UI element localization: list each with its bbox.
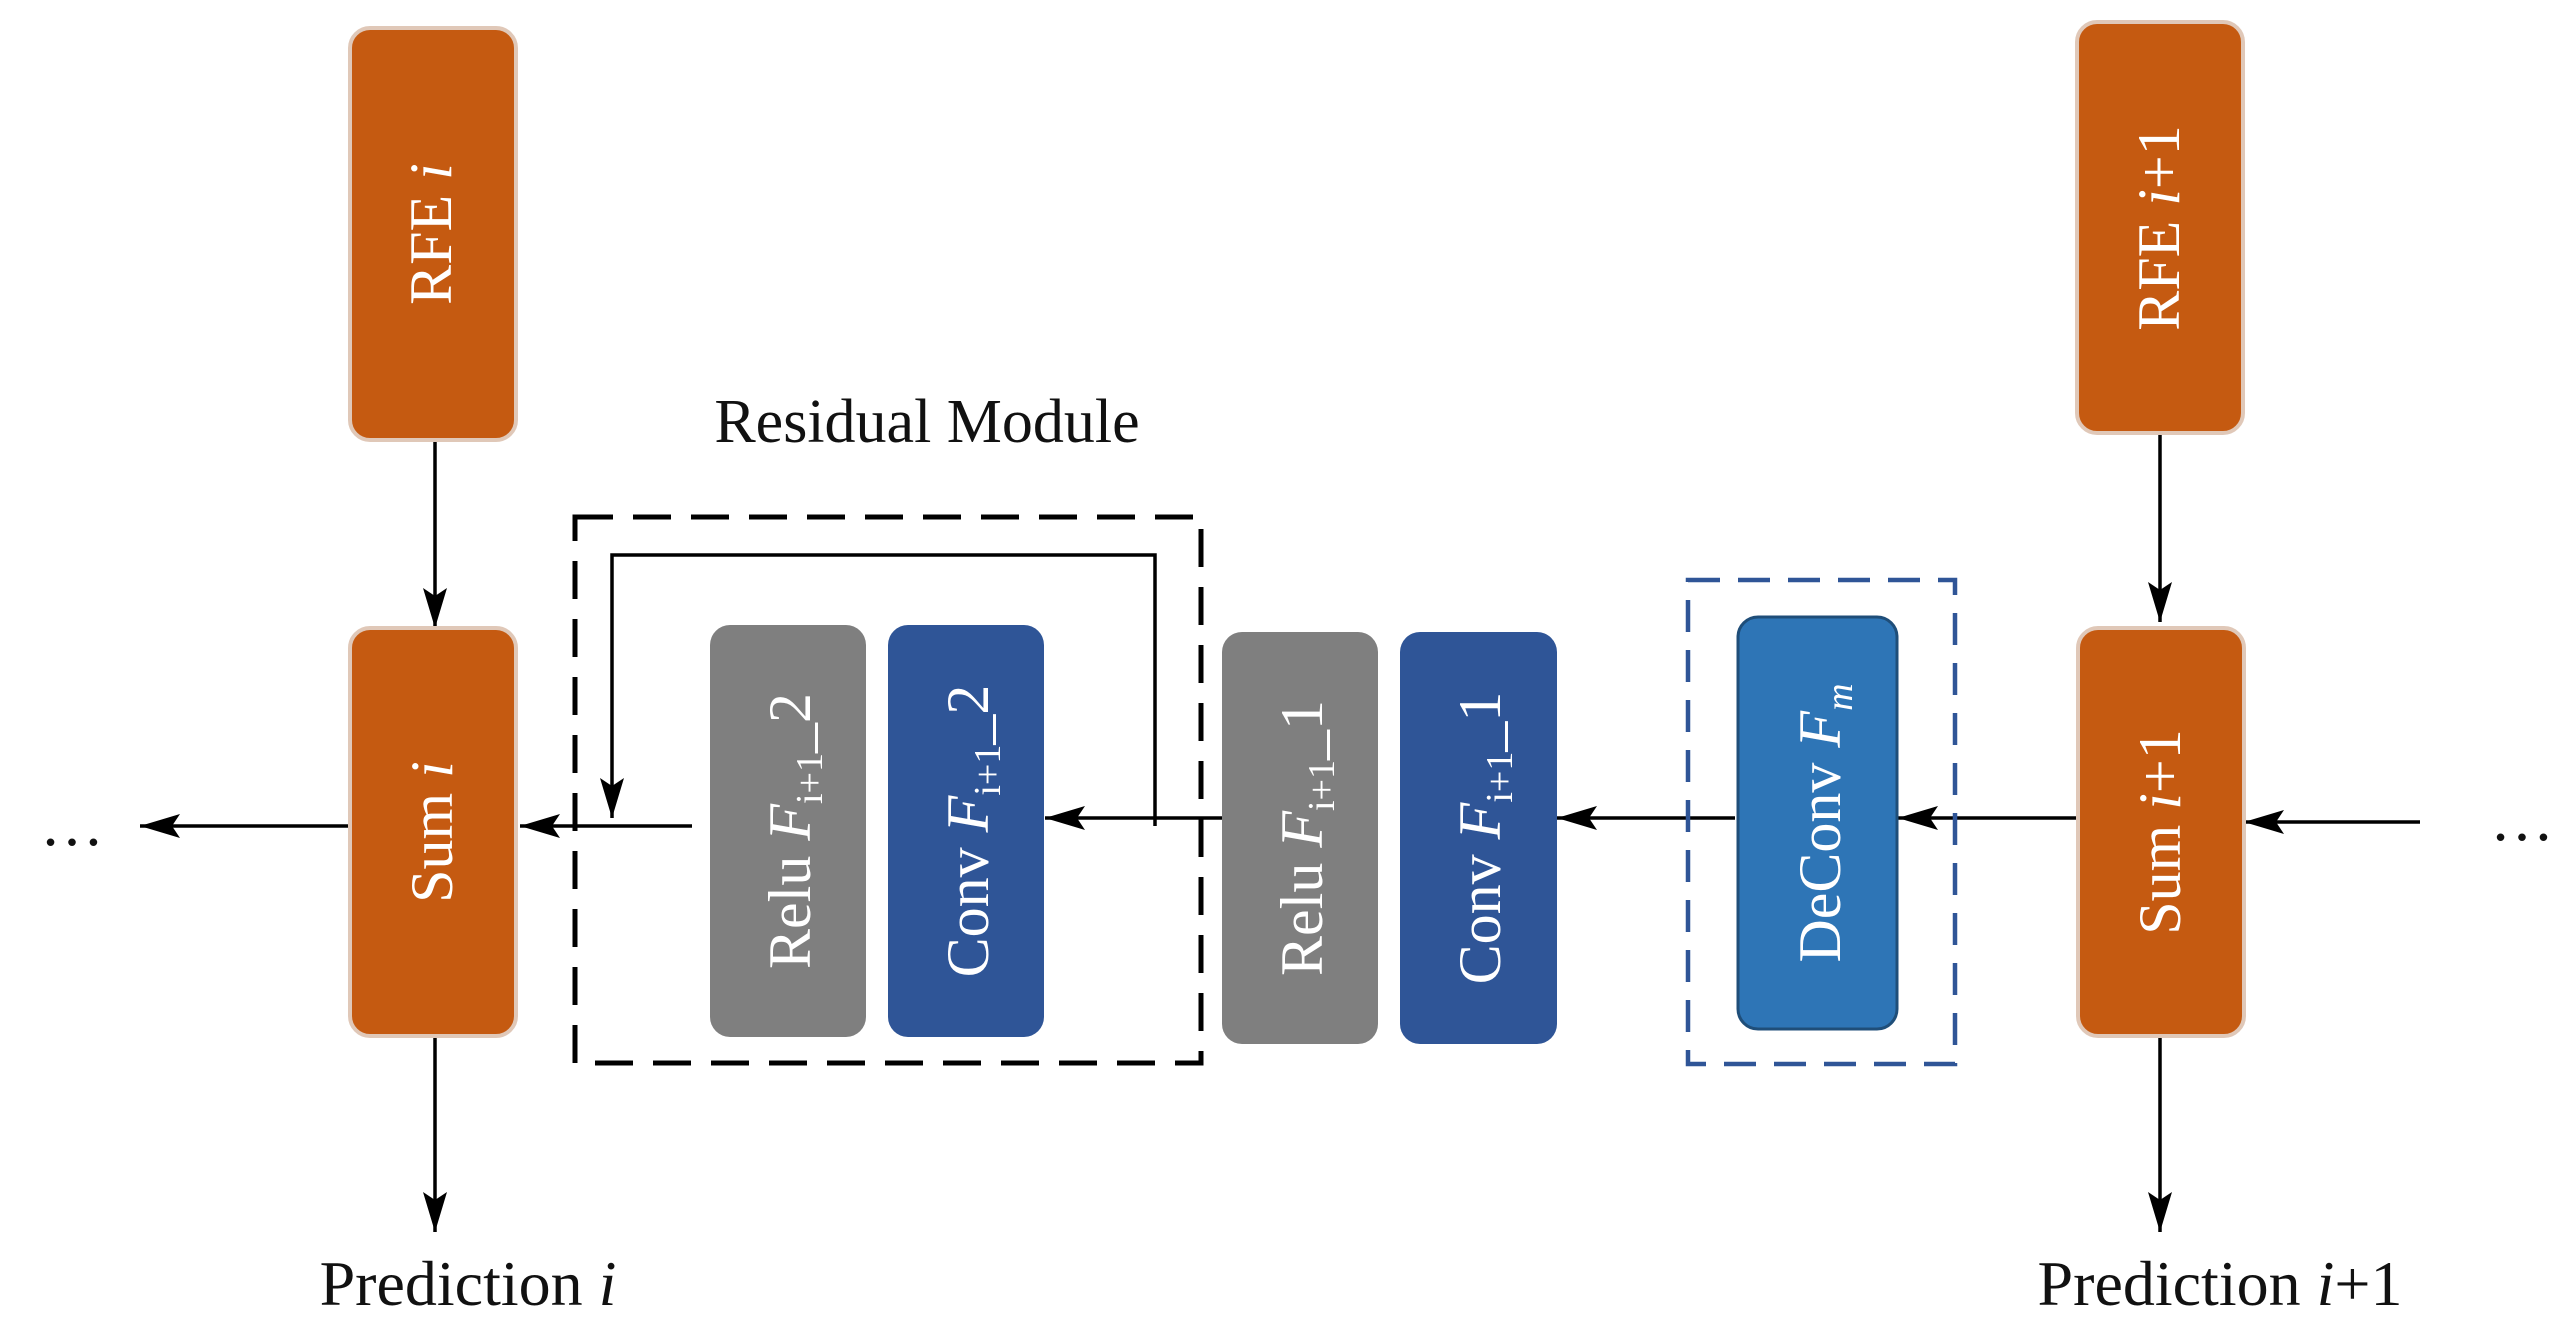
deconv-func: F [1787, 710, 1853, 749]
relu-1-node: Relu Fi+1_1 [1222, 632, 1378, 1044]
residual-module-title: Residual Module [714, 388, 1139, 456]
rfe-i-label: RFE [398, 195, 464, 305]
svg-text:DeConv Fm: DeConv Fm [1787, 683, 1861, 962]
deconv-label: DeConv [1787, 763, 1853, 963]
relu-2-suffix: _2 [757, 693, 823, 754]
rfe-i-var: i [398, 163, 464, 180]
connectors [140, 433, 2420, 1232]
conv-1-node: Conv Fi+1_1 [1400, 632, 1557, 1044]
conv-2-label: Conv [935, 847, 1001, 977]
conv-1-sub: i+1 [1479, 752, 1521, 803]
relu-1-suffix: _1 [1269, 700, 1335, 761]
prediction-i1-text: Prediction [2038, 1248, 2301, 1319]
conv-2-sub: i+1 [967, 745, 1009, 796]
rfe-i1-node: RFE i+1 [2075, 20, 2245, 435]
svg-text:Sum i+1: Sum i+1 [2127, 729, 2193, 935]
residual-module-frame [572, 514, 1204, 1066]
prediction-i-label: Prediction i [320, 1248, 617, 1319]
prediction-i-text: Prediction [320, 1248, 583, 1319]
prediction-i1-label: Prediction i+1 [2038, 1248, 2403, 1319]
conv-2-func: F [935, 794, 1001, 833]
conv-2-suffix: _2 [935, 685, 1001, 746]
relu-1-sub: i+1 [1301, 760, 1343, 811]
deconv-module-frame [1685, 577, 1958, 1067]
svg-text:Conv Fi+1_2: Conv Fi+1_2 [935, 685, 1009, 978]
svg-text:Relu Fi+1_1: Relu Fi+1_1 [1269, 700, 1343, 976]
prediction-i1-suffix: +1 [2334, 1248, 2402, 1319]
relu-1-func: F [1269, 810, 1335, 849]
relu-2-sub: i+1 [789, 753, 831, 804]
relu-2-func: F [757, 803, 823, 842]
sum-i-node: Sum i [348, 626, 518, 1038]
svg-text:Conv Fi+1_1: Conv Fi+1_1 [1447, 692, 1521, 985]
prediction-i-var: i [599, 1248, 617, 1319]
relu-2-label: Relu [757, 856, 823, 969]
rfe-i-node: RFE i [348, 26, 518, 442]
conv-1-func: F [1447, 801, 1513, 840]
svg-text:Sum i: Sum i [399, 761, 465, 903]
relu-2-node: Relu Fi+1_2 [710, 625, 866, 1037]
ellipsis-right: … [2490, 783, 2554, 854]
deconv-sub: m [1819, 683, 1861, 710]
prediction-i1-var: i [2317, 1248, 2335, 1319]
svg-text:Relu Fi+1_2: Relu Fi+1_2 [757, 693, 831, 969]
svg-text:RFE i+1: RFE i+1 [2126, 125, 2192, 331]
sum-i-label: Sum [399, 793, 465, 903]
deconv-node: DeConv Fm [1736, 615, 1899, 1031]
conv-1-label: Conv [1447, 854, 1513, 984]
rfe-i1-label: RFE [2126, 221, 2192, 331]
ellipsis-left: … [40, 788, 104, 859]
rfe-i1-suffix: +1 [2126, 125, 2192, 189]
svg-text:RFE i: RFE i [398, 163, 464, 305]
sum-i1-node: Sum i+1 [2076, 626, 2246, 1038]
sum-i1-label: Sum [2127, 825, 2193, 935]
conv-1-suffix: _1 [1447, 692, 1513, 753]
sum-i1-suffix: +1 [2127, 729, 2193, 793]
sum-i-var: i [399, 761, 465, 778]
rfe-i1-var: i [2126, 189, 2192, 206]
conv-2-node: Conv Fi+1_2 [888, 625, 1044, 1037]
sum-i1-var: i [2127, 793, 2193, 810]
relu-1-label: Relu [1269, 863, 1335, 976]
edge-skip-connection [600, 553, 1157, 826]
